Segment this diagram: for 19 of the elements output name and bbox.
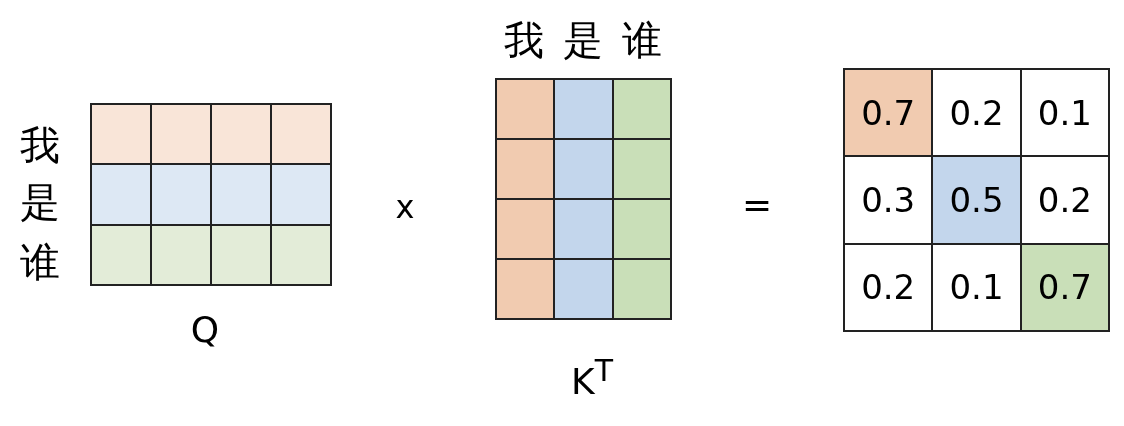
matrix-label: Q — [190, 312, 220, 348]
row-label: 我 — [20, 125, 60, 165]
row-label: 是 — [20, 182, 60, 222]
matrix-cell: 0.7 — [1020, 243, 1109, 331]
matrix-cell: 0.1 — [1020, 69, 1109, 157]
column-label: 是 — [563, 20, 603, 60]
equals-sign: = — [741, 187, 773, 223]
matrix-cell: 0.2 — [1020, 156, 1109, 244]
row-label: 谁 — [20, 242, 60, 282]
column-label: 谁 — [622, 20, 662, 60]
matrix-cell: 0.3 — [844, 156, 933, 244]
matrix-label: K$^{T}$ — [571, 356, 613, 400]
matrix-cell: 0.5 — [932, 156, 1021, 244]
matrix-cell: 0.2 — [844, 243, 933, 331]
matrix-cell: 0.2 — [932, 69, 1021, 157]
multiply-sign: x — [395, 191, 415, 223]
column-label: 我 — [504, 20, 544, 60]
matrix-cell: 0.1 — [932, 243, 1021, 331]
matrix-cell: 0.7 — [844, 69, 933, 157]
